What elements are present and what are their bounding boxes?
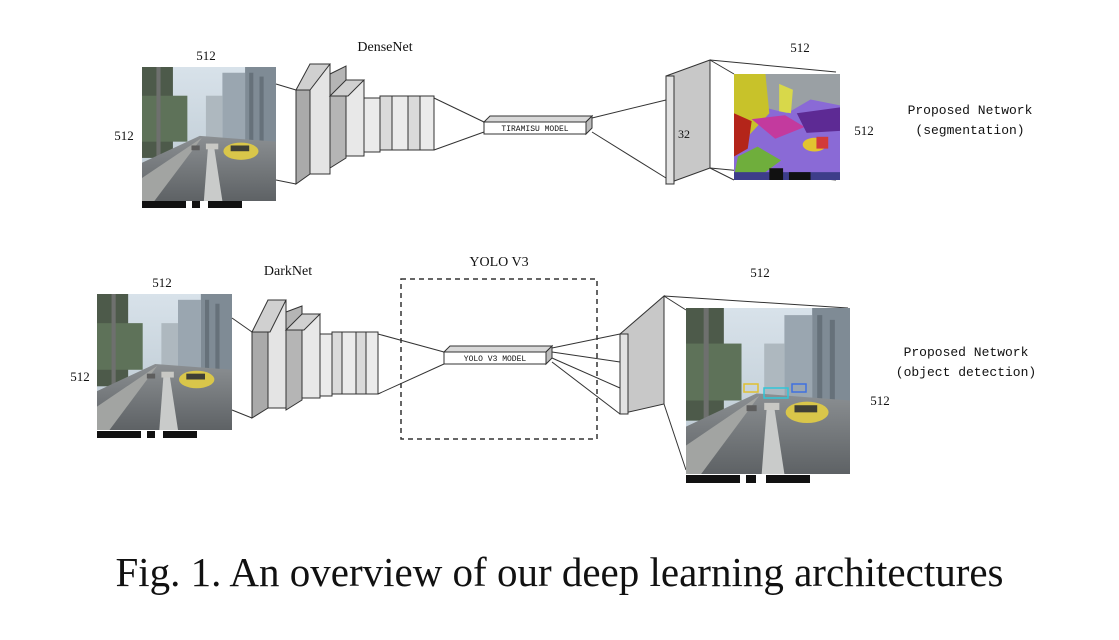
seg-output-mask [734,74,840,180]
seg-decoder-block [591,59,837,185]
seg-input-image [142,67,276,208]
seg-output-width-label: 512 [790,40,810,55]
det-input-image [97,294,232,438]
det-backbone-label: DarkNet [264,264,312,279]
det-decoder-block [551,294,849,471]
det-output-image [686,308,850,483]
yolo-model-block: YOLO V3 MODEL [442,344,554,366]
seg-network-title: Proposed Network [908,103,1033,118]
seg-input-width-label: 512 [196,48,216,63]
seg-network-subtitle: (segmentation) [915,123,1024,138]
tiramisu-model-block: TIRAMISU MODEL [482,114,594,136]
seg-backbone-label: DenseNet [357,40,412,55]
seg-encoder-blocks [275,63,485,185]
det-network-subtitle: (object detection) [896,365,1036,380]
seg-channels-label: 32 [678,127,690,141]
det-output-width-label: 512 [750,265,770,280]
detection-box [743,383,759,393]
yolo-group-label: YOLO V3 [469,255,528,270]
det-encoder-blocks [231,299,445,419]
seg-output-height-label: 512 [854,123,874,138]
detection-box [763,387,789,399]
segmentation-pipeline: 512 512 DenseNet [114,40,1033,208]
det-input-height-label: 512 [70,369,90,384]
yolo-group-box [400,278,598,440]
detection-pipeline: 512 512 DarkNet [70,255,1036,483]
seg-input-height-label: 512 [114,128,134,143]
yolo-model-label: YOLO V3 MODEL [464,355,527,364]
tiramisu-model-label: TIRAMISU MODEL [501,125,568,134]
detection-box [791,383,807,393]
det-input-width-label: 512 [152,275,172,290]
figure-caption: Fig. 1. An overview of our deep learning… [115,549,1004,595]
det-output-height-label: 512 [870,393,890,408]
det-network-title: Proposed Network [904,345,1029,360]
